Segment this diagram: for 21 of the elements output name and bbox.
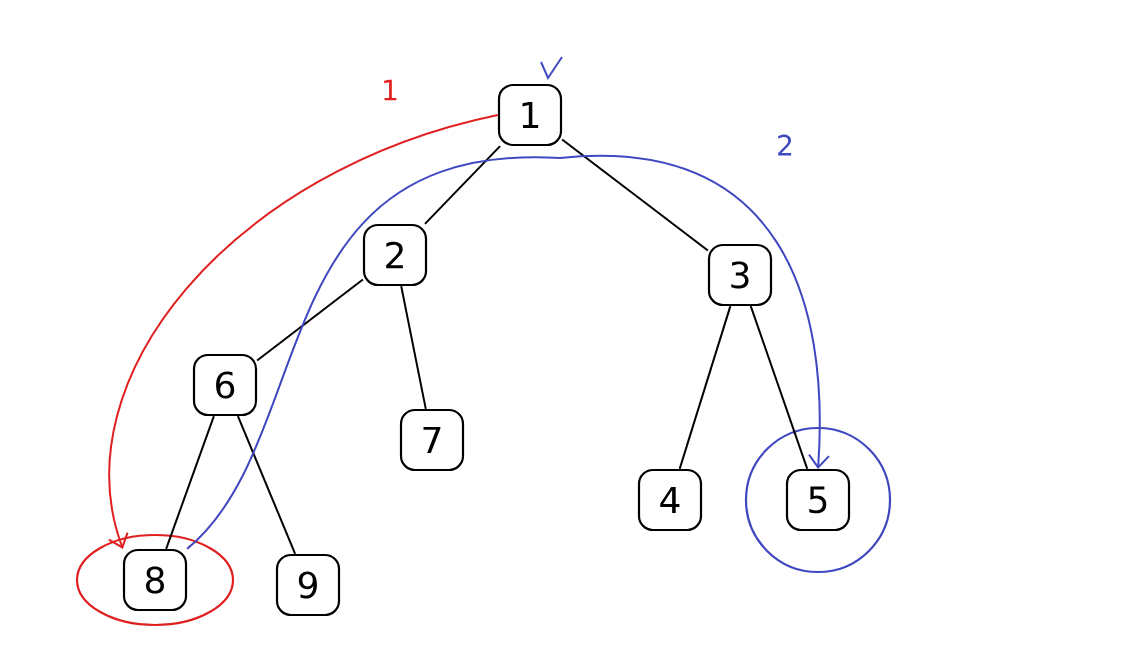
arrow (107, 114, 499, 549)
tree-line (236, 415, 297, 555)
tree-node: 9 (275, 553, 341, 617)
tree-node: 8 (122, 548, 188, 612)
tree-node: 3 (707, 243, 773, 307)
tree-node: 2 (362, 223, 428, 287)
tree-line (424, 145, 502, 225)
tree-line (678, 305, 732, 470)
tree-node: 1 (497, 83, 563, 147)
tree-node: 7 (399, 408, 465, 472)
tree-line (561, 138, 709, 252)
tree-line (400, 285, 427, 410)
tree-line (749, 305, 809, 470)
edge-label: 2 (774, 132, 796, 158)
arrow (186, 155, 830, 550)
tree-line (256, 278, 364, 362)
tree-line (165, 415, 215, 550)
tree-node: 4 (637, 468, 703, 532)
tree-node: 5 (785, 468, 851, 532)
tree-node: 6 (192, 353, 258, 417)
edge-label: 1 (379, 77, 401, 103)
